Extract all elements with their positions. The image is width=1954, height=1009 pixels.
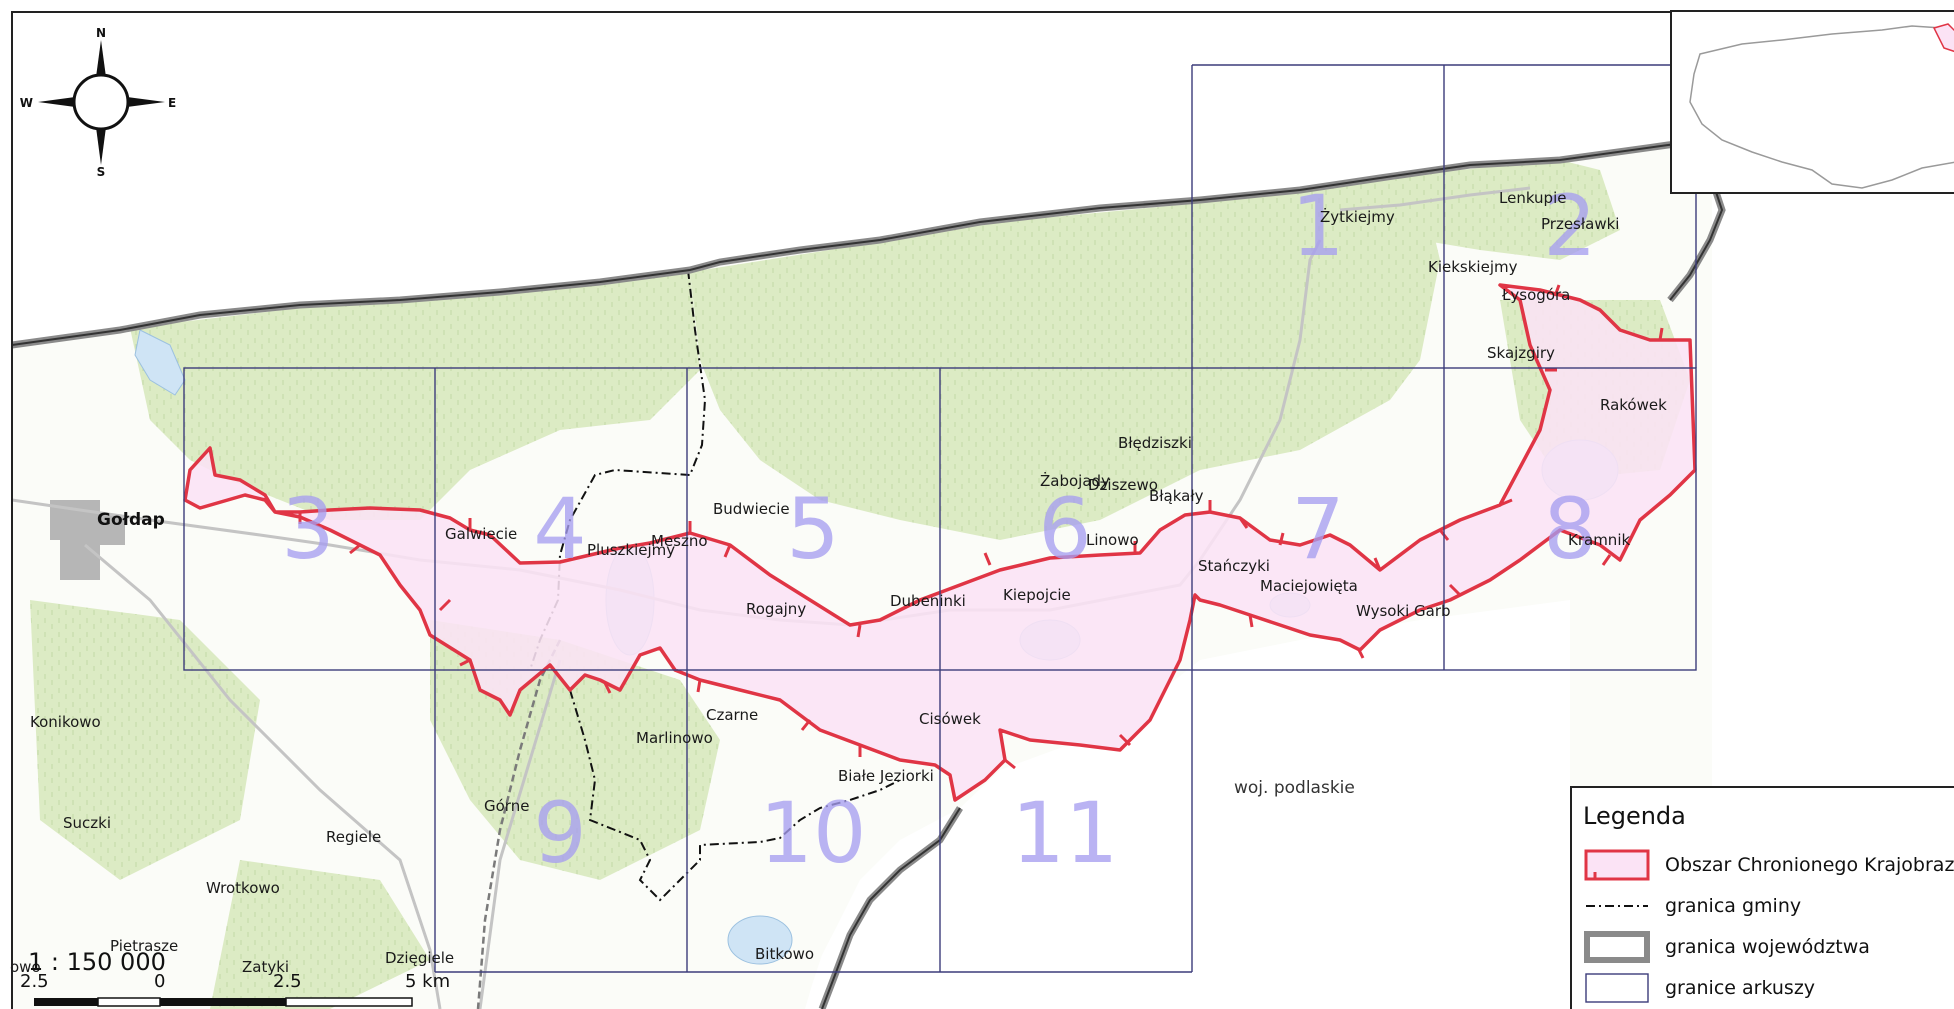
- place-label: Górne: [484, 797, 529, 815]
- place-label: Konikowo: [30, 713, 101, 731]
- legend-title: Legenda: [1583, 802, 1686, 830]
- sheet-number-1: 1: [1291, 177, 1344, 275]
- compass-rose: N S W E: [20, 26, 176, 179]
- place-label: Zatyki: [242, 958, 289, 976]
- legend-label: Obszar Chronionego Krajobrazu: [1665, 854, 1954, 876]
- place-label: Galwiecie: [445, 525, 517, 543]
- place-label: Kiekskiejmy: [1428, 258, 1518, 276]
- inset-map-canvas: [1689, 23, 1954, 189]
- place-labels: Gołdap Galwiecie Pluszkiejmy Meszno Budw…: [10, 189, 1667, 976]
- sheet-number-9: 9: [533, 784, 586, 882]
- place-label: Żytkiejmy: [1320, 207, 1395, 226]
- place-label: Marlinowo: [636, 729, 713, 747]
- sheet-number-6: 6: [1038, 480, 1091, 578]
- compass-west-label: W: [20, 96, 33, 110]
- sheet-number-3: 3: [281, 480, 334, 578]
- sheet-number-8: 8: [1543, 480, 1596, 578]
- place-label: Linowo: [1086, 531, 1139, 549]
- sheet-number-7: 7: [1291, 480, 1344, 578]
- town-goldap: [50, 500, 125, 580]
- compass-north-label: N: [96, 26, 106, 40]
- place-label: Przesławki: [1541, 215, 1619, 233]
- inset-area-marker: [1932, 23, 1954, 53]
- place-label: Rakówek: [1600, 396, 1667, 414]
- legend-panel: Legenda Obszar Chronionego Krajobrazu gr…: [1570, 786, 1954, 1009]
- place-label: Kramnik: [1568, 531, 1630, 549]
- place-label: Stańczyki: [1198, 557, 1270, 575]
- protected-area-polygon: [183, 283, 1697, 802]
- place-label: Meszno: [651, 532, 708, 550]
- place-label: Pluszkiejmy: [587, 541, 675, 559]
- railway: [476, 639, 562, 1009]
- place-label: owo: [10, 958, 41, 976]
- legend-label: granica gminy: [1665, 895, 1802, 917]
- place-label: Bitkowo: [755, 945, 814, 963]
- place-label: Gołdap: [97, 510, 165, 530]
- sheet-number-10: 10: [760, 784, 867, 882]
- scale-tick-label: 2.5: [273, 971, 302, 992]
- scale-ratio: 1 : 150 000: [28, 948, 166, 976]
- place-label: Błąkały: [1149, 487, 1204, 505]
- place-label: Pietrasze: [110, 937, 178, 955]
- place-label: Wrotkowo: [206, 879, 280, 897]
- place-label: Lenkupie: [1499, 189, 1566, 207]
- compass-east-label: E: [168, 96, 176, 110]
- legend-symbol-voivodeship-border: [1584, 931, 1650, 963]
- sheet-numbers: 1 2 3 4 5 6 7 8 9 10 11: [281, 177, 1596, 882]
- place-label: Białe Jeziorki: [838, 767, 934, 785]
- sheet-number-4: 4: [533, 480, 586, 578]
- scale-tick-label: 2.5: [20, 971, 49, 992]
- legend-label: granice arkuszy: [1665, 977, 1816, 999]
- sheet-grid: [183, 64, 1697, 973]
- scale-tick-label: 0: [154, 971, 165, 992]
- place-label: Żabojady: [1040, 471, 1110, 490]
- sheet-number-11: 11: [1012, 784, 1119, 882]
- place-label: Skajzgiry: [1487, 344, 1555, 362]
- place-label: Rogajny: [746, 600, 806, 618]
- place-label: Dubeninki: [890, 592, 966, 610]
- place-label: Dzięgiele: [385, 949, 454, 967]
- compass-south-label: S: [97, 165, 106, 179]
- sheet-number-2: 2: [1543, 177, 1596, 275]
- outside-area-se: [805, 600, 1570, 1009]
- inset-locator-map: [1670, 10, 1954, 194]
- scale-bar: 1 : 150 000 2.5 0 2.5 5 km: [20, 948, 450, 1007]
- place-label: Kiepojcie: [1003, 586, 1071, 604]
- place-label: Dziszewo: [1088, 476, 1158, 494]
- place-label: Wysoki Garb: [1356, 602, 1451, 620]
- place-label: Regiele: [326, 828, 381, 846]
- place-label: Budwiecie: [713, 500, 790, 518]
- outside-area: [12, 12, 1712, 345]
- place-label: Błędziszki: [1118, 434, 1192, 452]
- legend-symbol-commune-border: [1586, 905, 1648, 907]
- scale-tick-label: 5 km: [405, 971, 450, 992]
- place-label: Łysogóra: [1501, 286, 1570, 304]
- place-label: Maciejowięta: [1260, 577, 1358, 595]
- place-label: Cisówek: [919, 710, 981, 728]
- place-label: Czarne: [706, 706, 758, 724]
- map-frame: [11, 11, 1954, 1009]
- place-label: Suczki: [63, 814, 111, 832]
- sheet-number-5: 5: [786, 480, 839, 578]
- voivodeship-label: woj. podlaskie: [1234, 778, 1355, 798]
- legend-symbol-sheet-grid: [1585, 973, 1649, 1003]
- legend-symbol-protected-area: [1584, 849, 1650, 881]
- inset-region-outline: [1689, 25, 1954, 189]
- legend-label: granica województwa: [1665, 936, 1870, 958]
